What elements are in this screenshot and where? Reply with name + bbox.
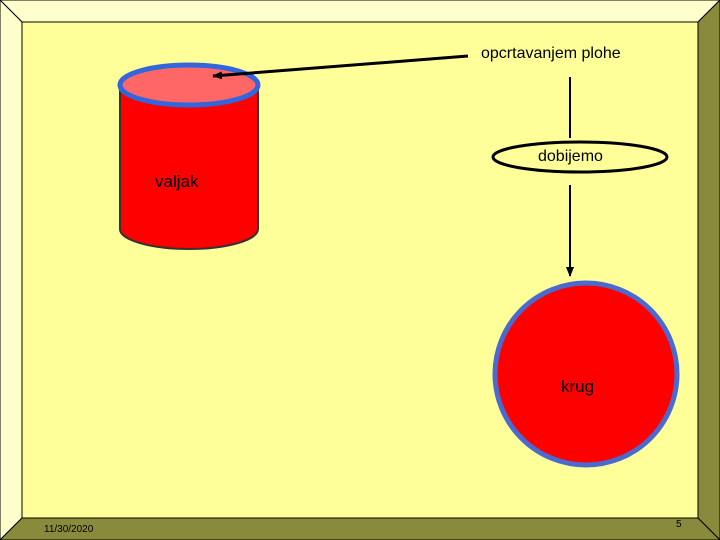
- cylinder-top-surface: [117, 62, 261, 108]
- circle-label: krug: [561, 377, 595, 396]
- result-ellipse: [491, 140, 669, 174]
- page-number: 5: [676, 519, 682, 530]
- footer-date: 11/30/2020: [44, 524, 94, 535]
- circle-shape: [492, 280, 680, 468]
- cylinder-shape: [117, 62, 261, 250]
- cylinder-label: valjak: [155, 172, 199, 191]
- arrow-to-cylinder-top: [212, 54, 469, 80]
- result-label: dobijemo: [538, 148, 603, 165]
- surface-label: opcrtavanjem plohe: [481, 45, 621, 62]
